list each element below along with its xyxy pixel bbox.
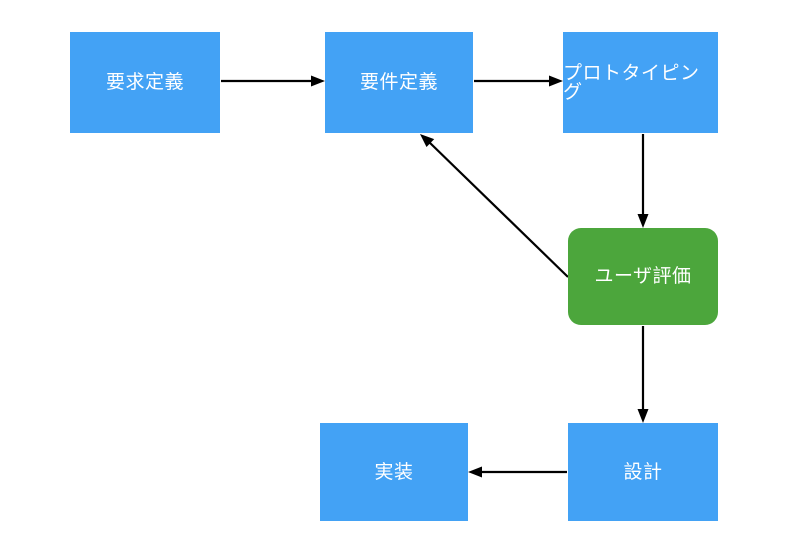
node-label-prototyping: プロトタイピング — [563, 62, 700, 103]
node-user-evaluation[interactable]: ユーザ評価 — [568, 228, 718, 325]
node-label-user-evaluation: ユーザ評価 — [594, 266, 692, 287]
node-requirements-gathering[interactable]: 要求定義 — [70, 32, 220, 133]
node-prototyping[interactable]: プロトタイピング — [563, 32, 718, 133]
node-label-design: 設計 — [623, 461, 663, 483]
node-requirements-definition[interactable]: 要件定義 — [325, 32, 473, 133]
edge-user-evaluation-to-requirements-definition — [420, 134, 569, 278]
node-label-requirements-gathering: 要求定義 — [105, 72, 184, 93]
edge-requirements-definition-to-prototyping — [474, 75, 563, 87]
edge-requirements-gathering-to-requirements-definition — [221, 75, 325, 87]
edge-design-to-implementation — [468, 466, 567, 478]
node-label-requirements-definition: 要件定義 — [359, 72, 438, 93]
node-implementation[interactable]: 実装 — [320, 423, 468, 521]
edge-prototyping-to-user-evaluation — [637, 134, 649, 228]
node-label-implementation: 実装 — [374, 461, 414, 483]
edge-user-evaluation-to-design — [637, 326, 649, 423]
node-design[interactable]: 設計 — [568, 423, 718, 521]
